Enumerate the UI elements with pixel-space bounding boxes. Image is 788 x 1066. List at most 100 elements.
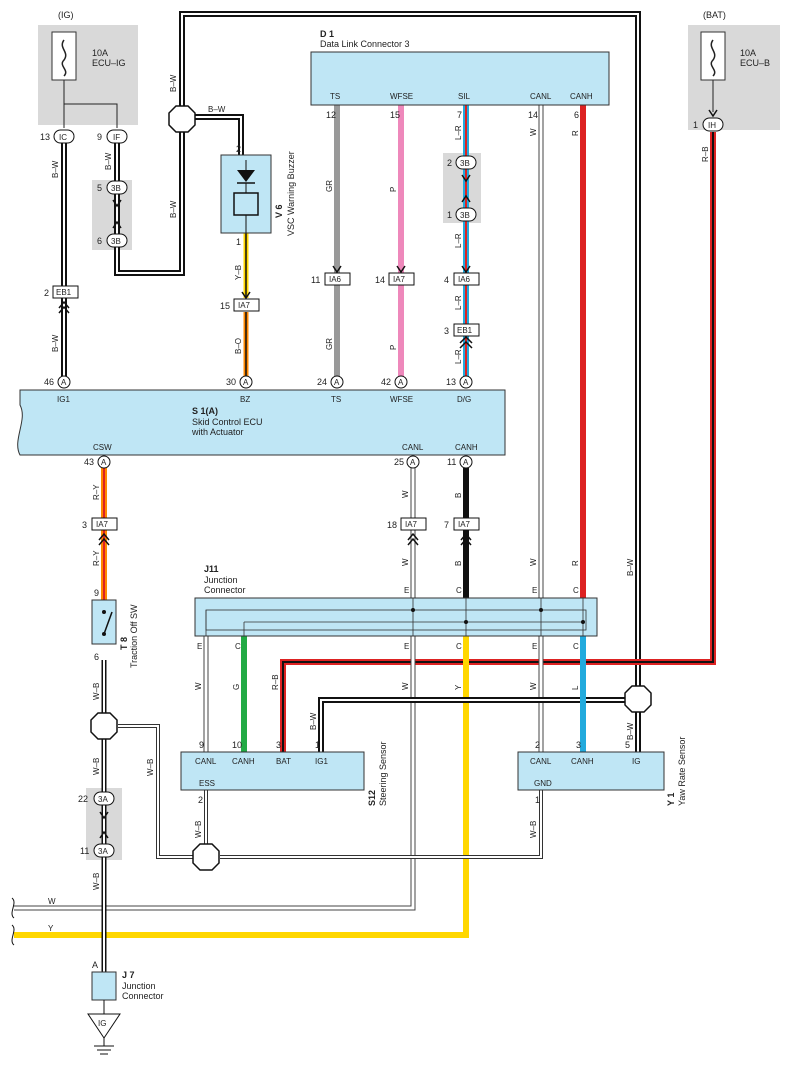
svg-text:ESS: ESS bbox=[199, 779, 215, 788]
rb-wire bbox=[280, 132, 716, 752]
svg-text:6: 6 bbox=[97, 236, 102, 246]
svg-text:W–B: W–B bbox=[92, 758, 101, 775]
svg-text:A: A bbox=[243, 378, 249, 387]
svg-text:W: W bbox=[529, 682, 538, 690]
j11-name-1: Junction bbox=[204, 575, 238, 585]
svg-text:B–W: B–W bbox=[51, 334, 60, 352]
yaw-id: Y 1 bbox=[666, 793, 676, 806]
svg-text:A: A bbox=[463, 378, 469, 387]
svg-text:B–W: B–W bbox=[51, 160, 60, 178]
svg-text:R: R bbox=[571, 560, 580, 566]
svg-text:C: C bbox=[235, 642, 241, 651]
svg-text:E: E bbox=[197, 642, 202, 651]
svg-text:W–B: W–B bbox=[92, 873, 101, 890]
svg-text:3A: 3A bbox=[98, 795, 108, 804]
ecu-top-pins: 46 30 24 42 13 43 25 11 bbox=[44, 377, 456, 467]
svg-text:B–W: B–W bbox=[104, 152, 113, 170]
ecu-name-1: Skid Control ECU bbox=[192, 417, 263, 427]
svg-text:A: A bbox=[101, 458, 107, 467]
dlc-terminal-sil: SIL bbox=[458, 92, 471, 101]
ecu-conn-csw: A bbox=[97, 455, 111, 469]
dlc-terminal-canl: CANL bbox=[530, 92, 552, 101]
svg-text:Y–B: Y–B bbox=[234, 265, 243, 280]
svg-text:A: A bbox=[398, 378, 404, 387]
svg-text:IA7: IA7 bbox=[393, 275, 406, 284]
ecu-terminal-ts: TS bbox=[331, 395, 341, 404]
svg-text:W–B: W–B bbox=[146, 759, 155, 776]
junction-connector-j7: A J 7 Junction Connector bbox=[91, 960, 164, 1001]
svg-text:43: 43 bbox=[84, 457, 94, 467]
svg-text:CANL: CANL bbox=[530, 757, 552, 766]
svg-text:Y: Y bbox=[454, 684, 463, 690]
ecu-connector-circles: A A A A A A A A bbox=[57, 375, 473, 469]
svg-text:L–R: L–R bbox=[454, 125, 463, 140]
svg-text:46: 46 bbox=[44, 377, 54, 387]
svg-text:E: E bbox=[532, 586, 537, 595]
ecu-terminal-csw: CSW bbox=[93, 443, 112, 452]
splice-wb-left bbox=[90, 712, 118, 740]
j11-id: J11 bbox=[204, 564, 219, 574]
dlc-pin-ts: 12 bbox=[326, 110, 336, 120]
dlc-pin-sil: 7 bbox=[457, 110, 462, 120]
svg-text:W: W bbox=[401, 682, 410, 690]
fuse-ig-name: ECU–IG bbox=[92, 58, 126, 68]
buzzer-pin-bottom: 1 bbox=[236, 237, 241, 247]
svg-text:1: 1 bbox=[447, 210, 452, 220]
dlc-terminal-wfse: WFSE bbox=[390, 92, 413, 101]
svg-text:W: W bbox=[529, 558, 538, 566]
svg-text:L–R: L–R bbox=[454, 295, 463, 310]
ecu-conn-canh: A bbox=[459, 455, 473, 469]
svg-text:B: B bbox=[454, 561, 463, 566]
traction-id: T 8 bbox=[119, 637, 129, 650]
svg-text:B–W: B–W bbox=[169, 74, 178, 92]
svg-text:9: 9 bbox=[199, 740, 204, 750]
ecu-conn-ig1: A bbox=[57, 375, 71, 389]
dlc-pin-wfse: 15 bbox=[390, 110, 400, 120]
fuse-bat-name: ECU–B bbox=[740, 58, 770, 68]
ecu-conn-bz: A bbox=[239, 375, 253, 389]
j7-name-1: Junction bbox=[122, 981, 156, 991]
j11-name-2: Connector bbox=[204, 585, 246, 595]
svg-text:9: 9 bbox=[97, 132, 102, 142]
svg-text:B–W: B–W bbox=[309, 712, 318, 730]
svg-text:CANH: CANH bbox=[571, 757, 594, 766]
yaw-rate-sensor: CANL CANH IG GND 2 3 5 1 Y 1 Yaw Rate Se… bbox=[517, 737, 687, 806]
svg-text:C: C bbox=[573, 642, 579, 651]
junction-connector-j11: J11 Junction Connector E C E C E C E C E… bbox=[194, 564, 598, 651]
svg-text:3: 3 bbox=[444, 326, 449, 336]
svg-text:IA7: IA7 bbox=[405, 520, 418, 529]
arrow-chevrons bbox=[58, 109, 718, 839]
fuse-bat: 10A ECU–B bbox=[700, 31, 770, 81]
svg-text:GND: GND bbox=[534, 779, 552, 788]
svg-text:A: A bbox=[334, 378, 340, 387]
svg-text:13: 13 bbox=[446, 377, 456, 387]
svg-text:24: 24 bbox=[317, 377, 327, 387]
canl-ecu-wire bbox=[14, 468, 416, 911]
svg-text:EB1: EB1 bbox=[56, 288, 72, 297]
svg-text:2: 2 bbox=[198, 795, 203, 805]
svg-text:R–B: R–B bbox=[701, 146, 710, 162]
svg-text:BAT: BAT bbox=[276, 757, 291, 766]
ecu-terminal-bz: BZ bbox=[240, 395, 250, 404]
traction-name: Traction Off SW bbox=[129, 604, 139, 668]
ecu-conn-ts: A bbox=[330, 375, 344, 389]
svg-text:A: A bbox=[61, 378, 67, 387]
svg-text:R–Y: R–Y bbox=[92, 550, 101, 566]
svg-text:B: B bbox=[454, 493, 463, 498]
svg-text:P: P bbox=[389, 187, 398, 192]
svg-text:IG: IG bbox=[632, 757, 640, 766]
skid-control-ecu: IG1 BZ TS WFSE D/G S 1(A) Skid Control E… bbox=[17, 389, 506, 456]
svg-text:1: 1 bbox=[315, 740, 320, 750]
svg-text:L–R: L–R bbox=[454, 233, 463, 248]
svg-text:IA7: IA7 bbox=[458, 520, 471, 529]
conn-if: IF9 bbox=[97, 129, 128, 144]
svg-text:B–W: B–W bbox=[626, 722, 635, 740]
svg-text:L: L bbox=[571, 685, 580, 690]
splice-wb-bottom bbox=[192, 843, 220, 871]
conn-sil-3b-lower: 3B1 bbox=[447, 207, 477, 222]
svg-text:1: 1 bbox=[535, 795, 540, 805]
